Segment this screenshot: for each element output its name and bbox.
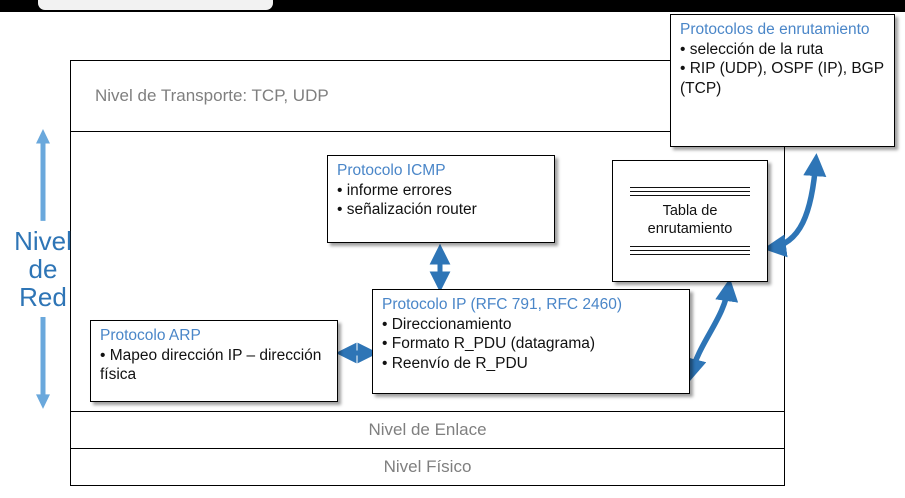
callout-icmp-item-2: • señalización router	[337, 201, 477, 219]
doc-rules-bottom	[629, 245, 751, 255]
layer-label-physical: Nivel Físico	[383, 457, 472, 476]
callout-ip-item-1: • Direccionamiento	[382, 315, 512, 333]
callout-icmp-item-1: • informe errores	[337, 181, 452, 199]
callout-arp-title: Protocolo ARP	[100, 327, 201, 344]
callout-ip-item-2: • Formato R_PDU (datagrama)	[382, 335, 596, 353]
callout-ip-item-3: • Reenvío de R_PDU	[382, 354, 528, 372]
routing-table-line-2: enrutamiento	[647, 221, 733, 237]
callout-arp: Protocolo ARP • Mapeo dirección IP – dir…	[90, 320, 338, 402]
callout-icmp-title: Protocolo ICMP	[337, 162, 446, 179]
callout-routing-protocols: Protocolos de enrutamiento • selección d…	[670, 14, 895, 147]
callout-icmp: Protocolo ICMP • informe errores • señal…	[327, 155, 555, 243]
routing-table-document: Tabla de enrutamiento	[612, 160, 768, 282]
side-label-line-3: Red	[19, 282, 67, 313]
routing-table-label: Tabla de enrutamiento	[648, 203, 733, 238]
layer-label-link: Nivel de Enlace	[368, 420, 487, 439]
doc-rules-top	[629, 187, 751, 197]
side-label-text: Nivel de Red	[14, 227, 72, 311]
side-label-line-2: de	[28, 253, 58, 284]
network-layer-side-marker: Nivel de Red	[6, 128, 80, 410]
top-tab-shape	[38, 0, 273, 10]
arrow-down-icon	[36, 317, 50, 410]
layer-label-transport: Nivel de Transporte: TCP, UDP	[95, 86, 329, 105]
side-label-line-1: Nivel	[14, 225, 72, 256]
callout-ip: Protocolo IP (RFC 791, RFC 2460) • Direc…	[372, 289, 690, 394]
layer-box-link: Nivel de Enlace	[70, 411, 785, 449]
callout-arp-item-1: • Mapeo dirección IP – dirección física	[100, 346, 322, 384]
callout-ip-title: Protocolo IP (RFC 791, RFC 2460)	[382, 296, 623, 313]
callout-routing-protocols-item-1: • selección de la ruta	[680, 40, 824, 58]
layer-box-physical: Nivel Físico	[70, 448, 785, 486]
callout-routing-protocols-title: Protocolos de enrutamiento	[680, 21, 870, 38]
routing-table-line-1: Tabla de	[662, 203, 718, 220]
arrow-up-icon	[36, 128, 50, 221]
callout-routing-protocols-item-2: • RIP (UDP), OSPF (IP), BGP (TCP)	[680, 60, 884, 97]
